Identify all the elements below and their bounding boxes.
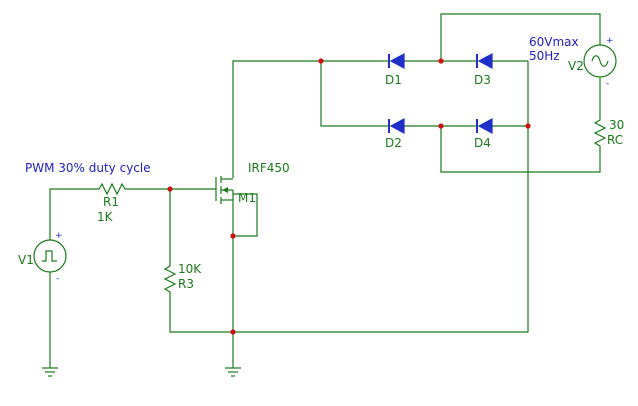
v1-minus-sign: -	[56, 274, 59, 284]
source-v1: + - V1	[18, 231, 67, 284]
r3-ref-label: R3	[178, 277, 194, 291]
diode-d2-symbol	[389, 117, 405, 135]
source-v2: + - V2	[568, 36, 617, 89]
v1-plus-sign: +	[55, 231, 63, 241]
d1-ref-label: D1	[385, 73, 402, 87]
r1-ref-label: R1	[103, 195, 119, 209]
wires	[49, 13, 601, 368]
wire-m1-body-tie	[233, 193, 258, 237]
resistor-r3-symbol	[163, 262, 177, 296]
r1-value-label: 1K	[97, 210, 114, 224]
diode-d4-symbol	[477, 117, 493, 135]
junction-dot	[167, 186, 173, 192]
mosfet-arrow-icon	[222, 187, 228, 193]
resistor-rc-symbol	[593, 116, 607, 148]
wire-return-bus	[169, 126, 529, 333]
square-wave-icon	[42, 250, 57, 262]
diode-d1-symbol	[389, 52, 405, 70]
wire-ac-top	[440, 13, 601, 61]
ac-source-icon	[583, 44, 617, 78]
junction-dot	[230, 329, 236, 335]
d2-ref-label: D2	[385, 136, 402, 150]
diode-d1: D1	[382, 52, 405, 87]
v2-ref-label: V2	[568, 59, 584, 73]
resistor-r1-symbol	[95, 182, 131, 196]
m1-ref-label: M1	[238, 191, 256, 205]
d3-ref-label: D3	[474, 73, 491, 87]
ground-left	[42, 367, 58, 377]
wire-ac-bottom	[440, 126, 601, 173]
v1-ref-label: V1	[18, 253, 34, 267]
sine-wave-icon	[591, 55, 609, 67]
rc-value-label: 30	[609, 118, 624, 132]
wire-v1-to-r1	[49, 188, 95, 240]
rc-ref-label: RC	[607, 133, 623, 147]
ac-amplitude-annotation: 60Vmax	[529, 35, 579, 49]
mosfet-m1: IRF450 M1	[215, 161, 290, 205]
pwm-annotation: PWM 30% duty cycle	[25, 161, 151, 175]
v2-plus-sign: +	[606, 36, 614, 46]
junction-dot	[525, 123, 531, 129]
resistor-r1: R1 1K	[95, 182, 131, 224]
diode-d3: D3	[470, 52, 493, 87]
junctions	[167, 58, 531, 335]
diode-d3-symbol	[477, 52, 493, 70]
resistor-r3: 10K R3	[163, 262, 202, 296]
junction-dot	[438, 123, 444, 129]
pwm-source-icon	[33, 239, 67, 273]
junction-dot	[438, 58, 444, 64]
d4-ref-label: D4	[474, 136, 491, 150]
m1-part-label: IRF450	[248, 161, 290, 175]
diode-d2: D2	[382, 117, 405, 150]
junction-dot	[230, 233, 236, 239]
ac-frequency-annotation: 50Hz	[529, 49, 560, 63]
v2-minus-sign: -	[606, 79, 609, 89]
diode-d4: D4	[470, 117, 493, 150]
r3-value-label: 10K	[178, 262, 202, 276]
wire-drain-to-bridge	[232, 60, 321, 178]
junction-dot	[318, 58, 324, 64]
wire-bottom-left	[320, 61, 382, 127]
ground-right	[225, 367, 241, 377]
resistor-rc: 30 RC	[593, 116, 624, 148]
